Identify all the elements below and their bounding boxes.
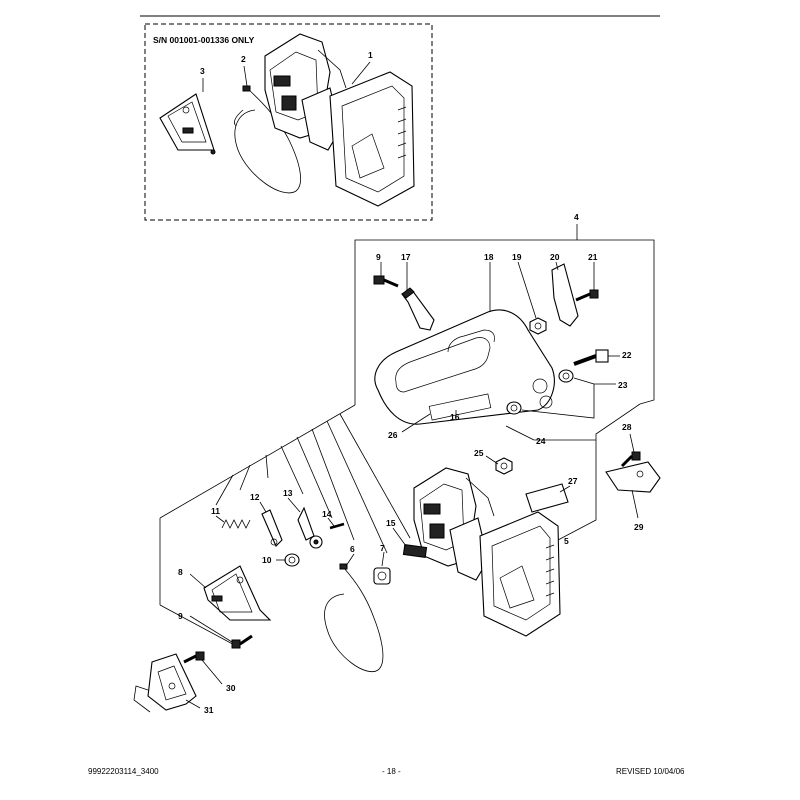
leader-23b <box>573 377 595 385</box>
leader-11 <box>215 515 225 523</box>
part-5-sprocket-cover <box>413 467 561 637</box>
leader-6 <box>345 553 355 567</box>
leader-23 <box>521 383 616 419</box>
part-13-arm <box>297 506 323 549</box>
part-31-bracket <box>133 653 197 713</box>
part-28-screw <box>620 451 641 468</box>
callout-12: 12 <box>250 492 260 502</box>
leader-25 <box>485 455 499 465</box>
leader-13 <box>287 497 301 513</box>
part-15-pad <box>402 543 428 559</box>
callout-7: 7 <box>380 543 385 553</box>
callout-26: 26 <box>388 430 398 440</box>
part-29-catcher <box>605 461 661 493</box>
part-18-cover-plate <box>374 309 555 425</box>
part-9-screw-top <box>373 275 399 288</box>
fan-leaders <box>159 404 411 649</box>
part-22-bolt <box>573 349 609 366</box>
part-21-screw <box>575 289 599 302</box>
callout-6: 6 <box>350 544 355 554</box>
leader-12 <box>259 501 267 513</box>
leader-26 <box>401 413 431 433</box>
callout-29: 29 <box>634 522 644 532</box>
callout-13: 13 <box>283 488 293 498</box>
bracket-group-4 <box>354 239 655 405</box>
callout-10: 10 <box>262 555 272 565</box>
callout-15: 15 <box>386 518 396 528</box>
leader-8 <box>189 573 207 589</box>
part-12-lever <box>261 509 283 547</box>
callout-19: 19 <box>512 252 522 262</box>
callout-31: 31 <box>204 705 214 715</box>
leader-27 <box>559 485 571 493</box>
leader-9b <box>189 615 233 643</box>
callout-8: 8 <box>178 567 183 577</box>
leader-1 <box>351 61 371 85</box>
part-8-plate <box>203 565 272 621</box>
leader-7 <box>381 551 385 567</box>
serial-inset-note: S/N 001001-001336 ONLY <box>153 35 255 45</box>
part-11-spring <box>221 519 251 529</box>
leader-14 <box>327 517 335 527</box>
part-27-label <box>525 483 569 513</box>
leader-31 <box>185 699 201 709</box>
part-20-catcher <box>551 263 579 327</box>
callout-14: 14 <box>322 509 332 519</box>
callout-11: 11 <box>211 506 220 516</box>
callout-9-top: 9 <box>376 252 381 262</box>
inset-part-1-sprocket-cover <box>264 33 415 207</box>
callout-17: 17 <box>401 252 411 262</box>
part-14-pin <box>329 522 345 530</box>
callout-23: 23 <box>618 380 628 390</box>
callout-21: 21 <box>588 252 598 262</box>
part-6-band <box>324 563 384 672</box>
footer-page-number: - 18 - <box>382 767 401 776</box>
leader-2 <box>243 65 248 87</box>
part-30-screw <box>183 651 205 664</box>
callout-25: 25 <box>474 448 484 458</box>
callout-20: 20 <box>550 252 560 262</box>
callout-16: 16 <box>450 412 460 422</box>
callout-3: 3 <box>200 66 205 76</box>
leader-28 <box>629 433 635 453</box>
callout-30: 30 <box>226 683 236 693</box>
part-9-screw-bottom <box>231 634 253 649</box>
part-7-bushing <box>373 567 391 585</box>
leader-20 <box>555 261 559 271</box>
leader-29 <box>631 489 639 519</box>
callout-1: 1 <box>368 50 373 60</box>
callout-4: 4 <box>574 212 579 222</box>
leader-19 <box>517 261 537 319</box>
callout-5: 5 <box>564 536 569 546</box>
part-10-bushing <box>284 553 300 567</box>
bracket-group-5 <box>557 403 641 541</box>
callout-22: 22 <box>622 350 632 360</box>
leader-24 <box>505 425 535 441</box>
callout-27: 27 <box>568 476 578 486</box>
serial-inset-box <box>144 23 433 221</box>
callout-2: 2 <box>241 54 246 64</box>
callout-24: 24 <box>536 436 546 446</box>
part-25-nut <box>495 457 513 475</box>
footer-doc-number: 99922203114_3400 <box>88 767 159 776</box>
part-17-bracket <box>401 287 435 331</box>
callout-9-bottom: 9 <box>178 611 183 621</box>
part-23-washers <box>506 369 574 415</box>
part-19-nut <box>529 317 547 335</box>
leader-15 <box>392 527 407 547</box>
callout-28: 28 <box>622 422 632 432</box>
footer-revised-date: REVISED 10/04/06 <box>616 767 685 776</box>
callout-18: 18 <box>484 252 494 262</box>
leader-30 <box>201 659 223 685</box>
inset-part-3-plate <box>159 93 216 155</box>
